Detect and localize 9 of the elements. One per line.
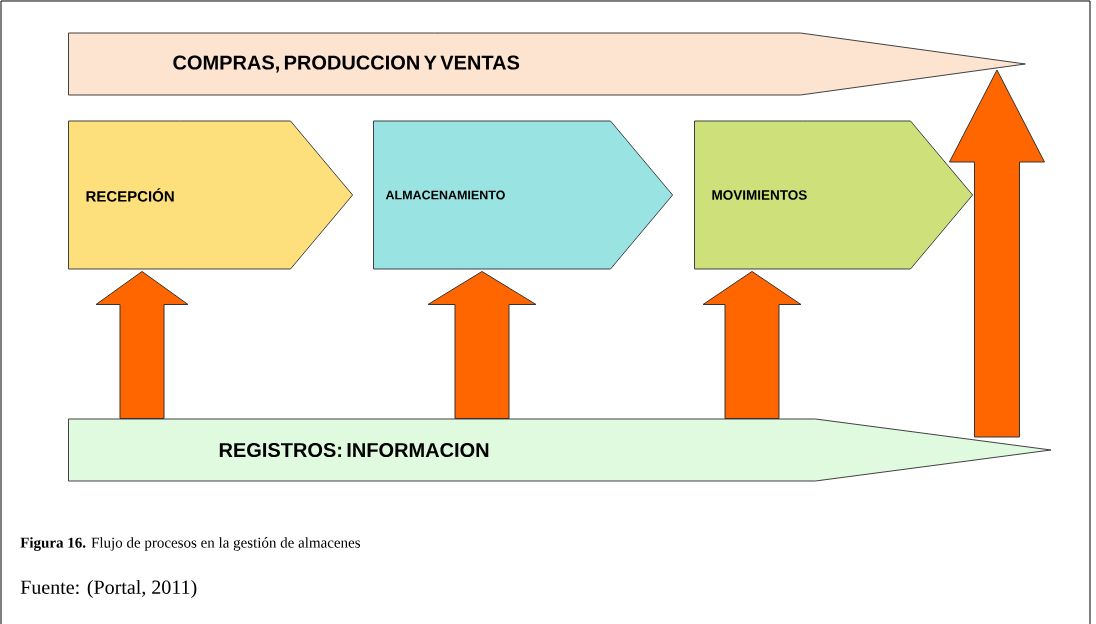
block-arrow — [702, 271, 802, 419]
block-arrow — [95, 271, 189, 419]
process-step: MOVIMIENTOS — [694, 120, 974, 270]
block-arrow — [427, 271, 537, 419]
source-note: Fuente: (Portal, 2011) — [20, 579, 197, 599]
caption: Figura 16. Flujo de procesos en la gestión de almacenes — [20, 537, 360, 551]
process-step: RECEPCIÓN — [68, 120, 354, 270]
block-arrow — [949, 69, 1045, 438]
process-step: ALMACENAMIENTO — [373, 120, 674, 270]
